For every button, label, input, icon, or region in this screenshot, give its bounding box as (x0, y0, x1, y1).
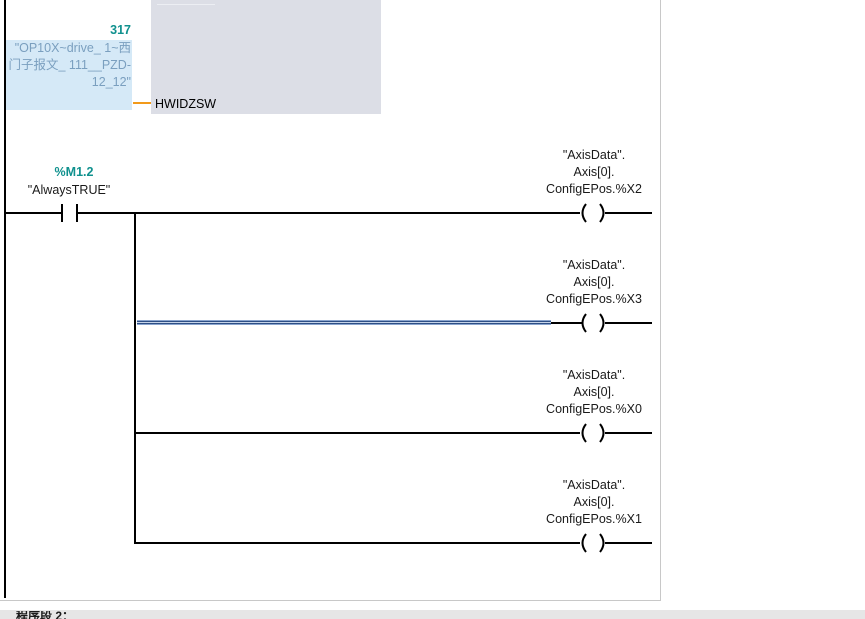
contact-tag[interactable]: "AlwaysTRUE" (27, 183, 111, 197)
pin-label-hwidzsw: HWIDZSW (155, 97, 217, 111)
branch-vertical-wire[interactable] (134, 212, 136, 544)
coil-symbol[interactable] (578, 422, 654, 444)
network-2-title: 程序段 2： (16, 611, 75, 619)
left-power-rail (4, 0, 6, 598)
branch-wire-selected[interactable] (137, 320, 551, 325)
coil-operand-line2: Axis[0]. (573, 495, 615, 509)
coil-operand-line2: Axis[0]. (573, 165, 615, 179)
coil-symbol[interactable] (578, 532, 654, 554)
function-block-divider (157, 4, 215, 5)
editor-border-right (660, 0, 661, 600)
branch-wire-4[interactable] (134, 542, 580, 544)
coil-operand-line3: ConfigEPos.%X3 (546, 292, 642, 306)
input-parameter-value: 317 (110, 23, 131, 37)
coil-operand-line3: ConfigEPos.%X1 (546, 512, 642, 526)
branch-wire-3[interactable] (134, 432, 580, 434)
rung-wire-main[interactable] (77, 212, 580, 214)
function-block-box[interactable] (151, 0, 381, 114)
input-parameter-tag[interactable]: "OP10X~drive_ 1~西门子报文_ 111__PZD- 12_12" (8, 40, 132, 91)
coil-symbol[interactable] (578, 202, 654, 224)
contact-address[interactable]: %M1.2 (54, 165, 94, 179)
coil-operand-line3: ConfigEPos.%X2 (546, 182, 642, 196)
branch-wire-selected-highlight (137, 322, 551, 323)
input-parameter-box[interactable] (6, 40, 132, 110)
coil-operand-line1: "AxisData". (562, 258, 626, 272)
rung-wire-rail-to-contact[interactable] (6, 212, 62, 214)
input-parameter-tag-text: "OP10X~drive_ 1~西门子报文_ 111__PZD- 12_12" (8, 41, 132, 89)
coil-operand-line2: Axis[0]. (573, 275, 615, 289)
coil-operand[interactable]: "AxisData". Axis[0]. ConfigEPos.%X1 (530, 477, 658, 528)
coil-operand[interactable]: "AxisData". Axis[0]. ConfigEPos.%X2 (530, 147, 658, 198)
coil-operand-line2: Axis[0]. (573, 385, 615, 399)
editor-border-bottom (0, 600, 661, 601)
coil-operand-line3: ConfigEPos.%X0 (546, 402, 642, 416)
coil-operand[interactable]: "AxisData". Axis[0]. ConfigEPos.%X0 (530, 367, 658, 418)
coil-symbol[interactable] (551, 312, 654, 334)
network-2-header[interactable] (0, 610, 865, 619)
contact-left-bar[interactable] (61, 204, 63, 222)
coil-operand-line1: "AxisData". (562, 478, 626, 492)
coil-operand-line1: "AxisData". (562, 148, 626, 162)
input-parameter-wire (133, 102, 151, 104)
coil-operand-line1: "AxisData". (562, 368, 626, 382)
coil-operand[interactable]: "AxisData". Axis[0]. ConfigEPos.%X3 (530, 257, 658, 308)
